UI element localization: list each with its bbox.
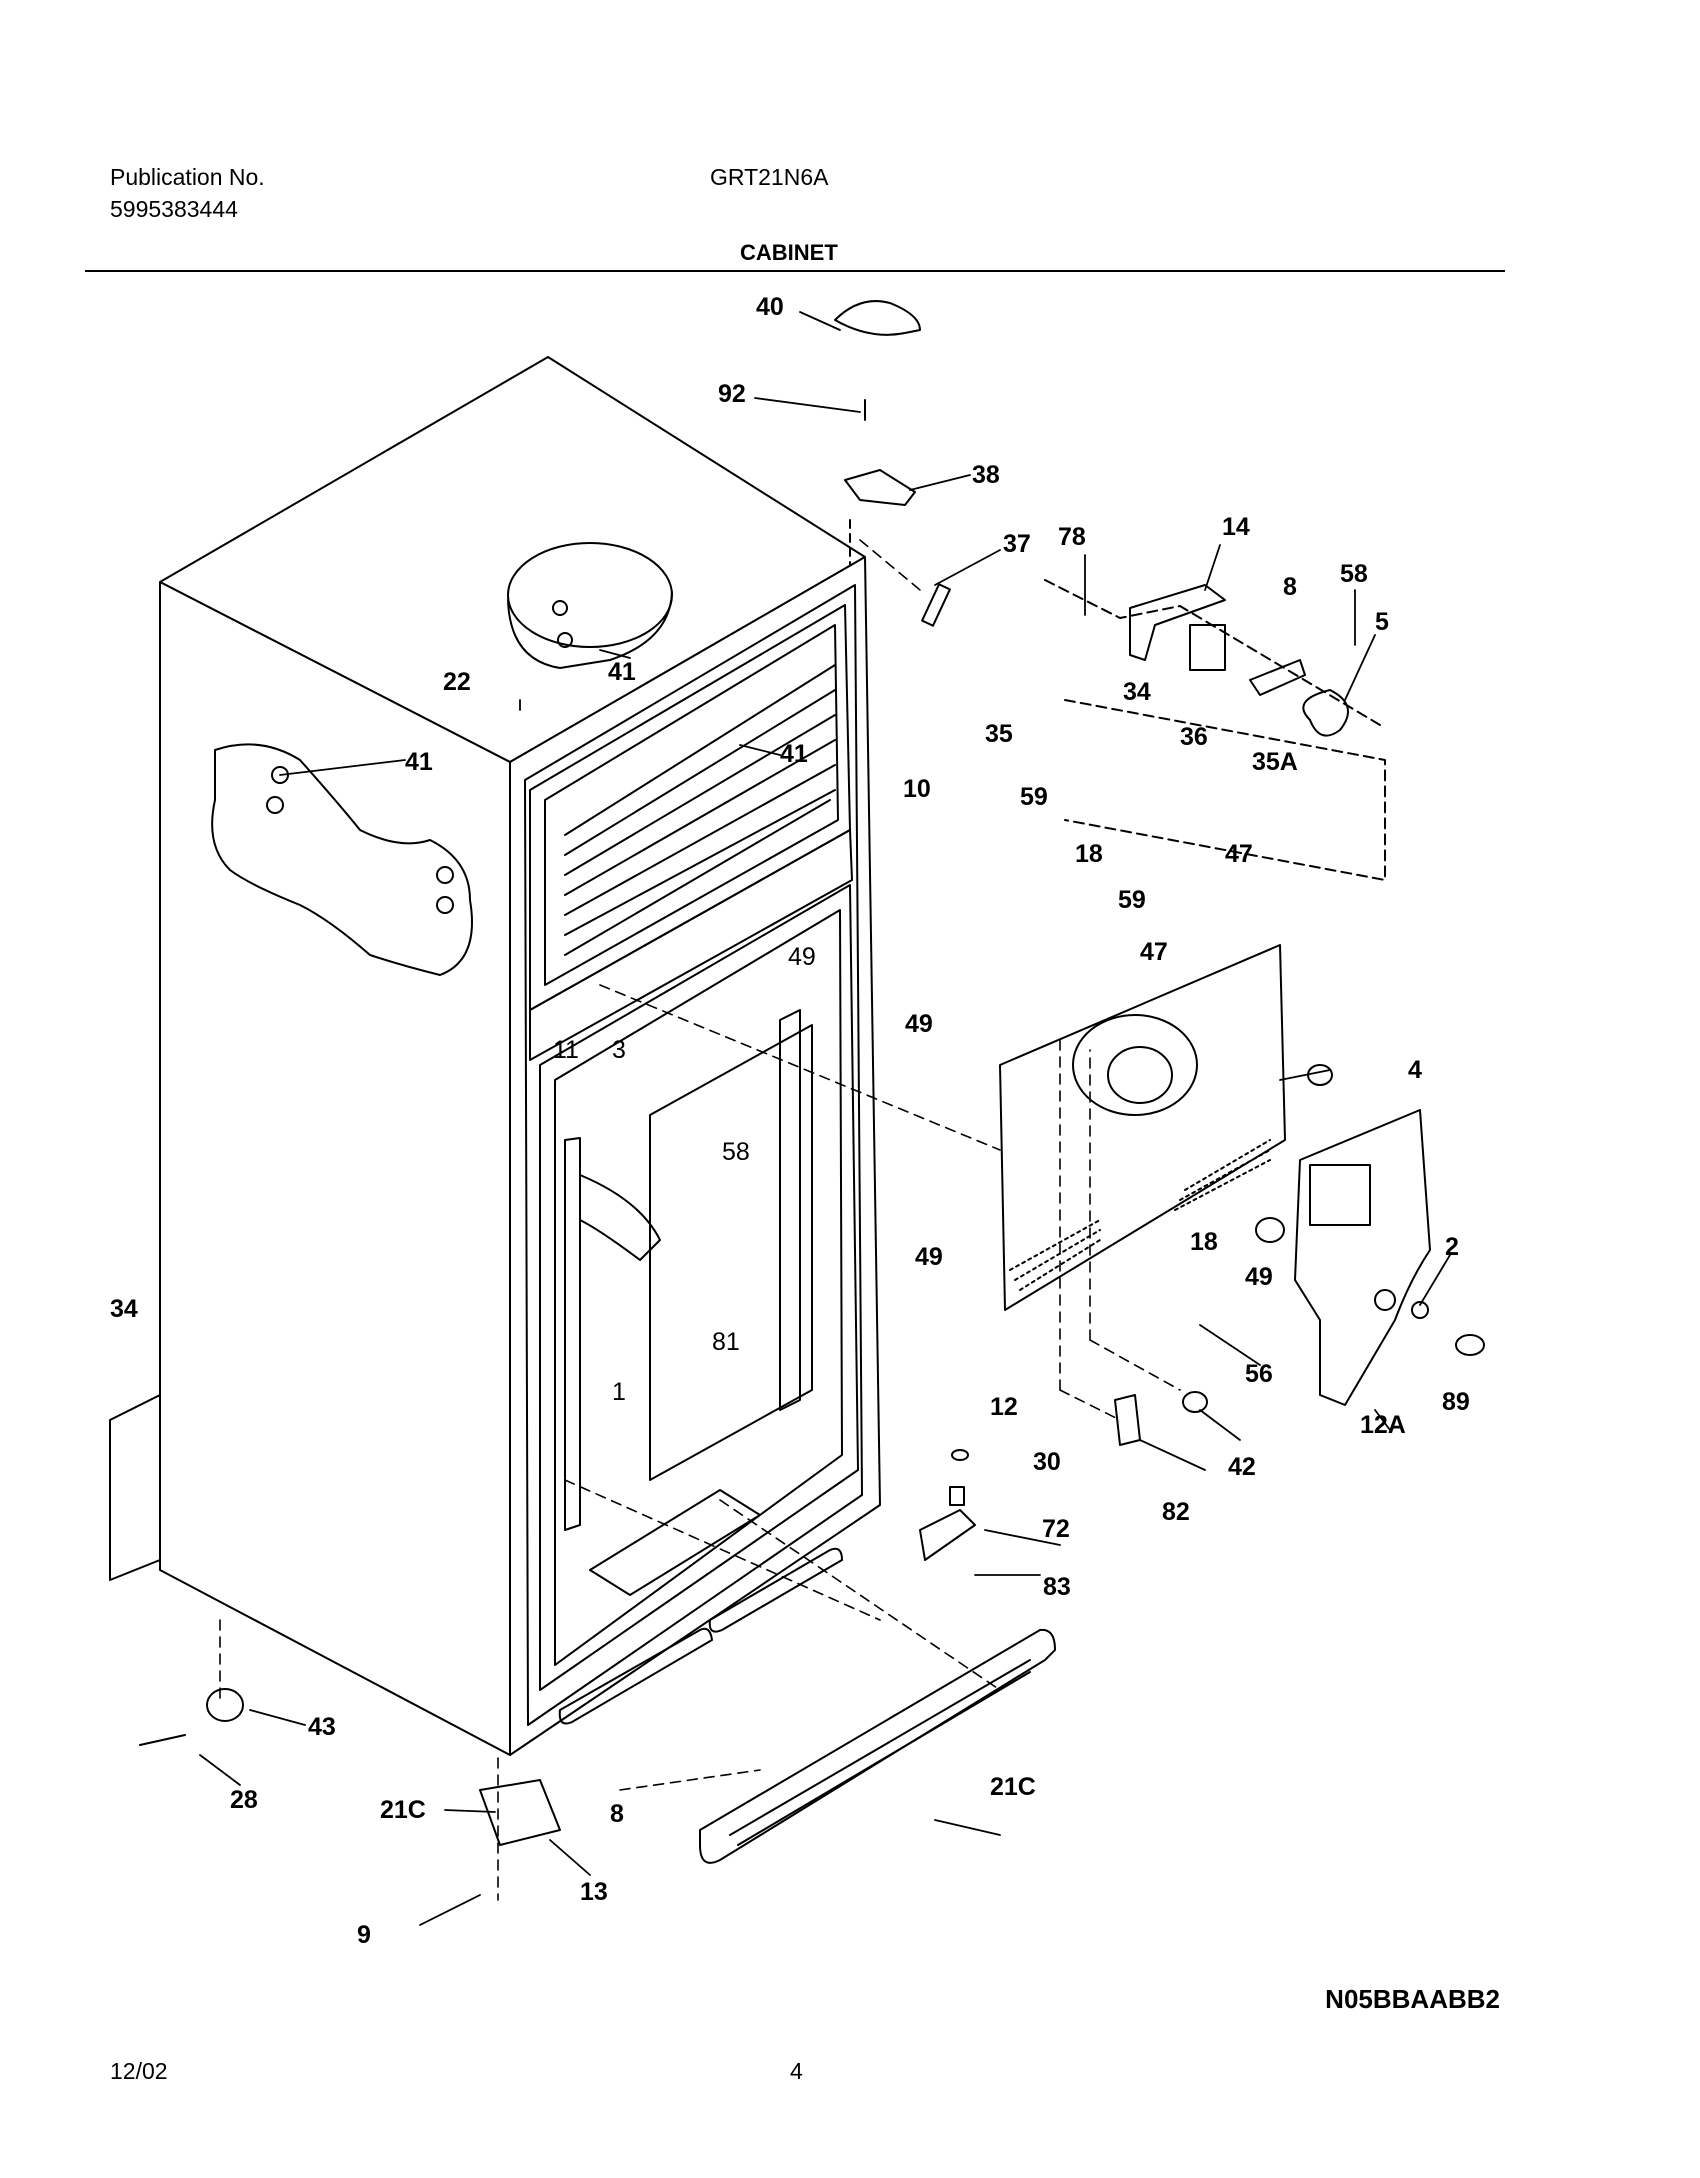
callout-9: 35A [1252, 748, 1298, 776]
callout-47b: 11 [553, 1036, 579, 1064]
callout-5: 5 [1375, 608, 1389, 636]
bottom-hinge-parts [139, 1449, 976, 1846]
callout-35A: 10 [903, 775, 931, 803]
callout-3: 2 [1445, 1233, 1459, 1261]
callout-10: 47 [1225, 840, 1253, 868]
callout-8a: 8 [1283, 573, 1297, 601]
callout-13: 36 [1180, 723, 1208, 751]
callout-43: 21C [380, 1796, 426, 1824]
callout-11: 4 [1408, 1056, 1422, 1084]
callout-82: 43 [308, 1713, 336, 1741]
callout-89: 34 [110, 1295, 138, 1323]
header-rule [85, 270, 1505, 272]
callout-58a: 58 [1340, 560, 1368, 588]
callout-35: 18 [1075, 840, 1103, 868]
callout-58b: 18 [1190, 1228, 1218, 1256]
callout-22: 22 [443, 668, 471, 696]
callout-18a: 47 [1140, 938, 1168, 966]
callout-34a: 35 [985, 720, 1013, 748]
callout-92: 92 [718, 380, 746, 408]
cabinet-body [109, 356, 881, 1756]
callout-12A: 42 [1228, 1453, 1256, 1481]
callout-81: 56 [1245, 1360, 1273, 1388]
section-title: CABINET [740, 240, 838, 265]
publication-label: Publication No. [110, 164, 265, 190]
toe-grille [699, 1628, 1056, 1864]
callout-labels: 40 92 38 37 78 14 8 58 5 41 22 41 41 34 … [110, 293, 1470, 1949]
drawing-code: N05BBAABB2 [1325, 1984, 1500, 2014]
callout-30: 72 [1042, 1515, 1070, 1543]
callout-1: 12A [1360, 1411, 1406, 1439]
callout-8b: 34 [1123, 678, 1151, 706]
callout-83: 28 [230, 1786, 258, 1814]
evaporator-cover-panel [999, 944, 1286, 1311]
callout-56: 30 [1033, 1448, 1061, 1476]
callout-78: 78 [1058, 523, 1086, 551]
callout-37: 37 [1003, 530, 1031, 558]
leader-lines [199, 311, 1451, 1926]
callout-41b: 41 [405, 748, 433, 776]
callout-47a: 49 [788, 943, 816, 971]
cabinet-exploded-diagram: 40 92 38 37 78 14 8 58 5 41 22 41 41 34 … [109, 293, 1485, 1949]
callout-4: 49 [1245, 1263, 1273, 1291]
callout-59a: 59 [1118, 886, 1146, 914]
fan-motor-parts [1044, 579, 1386, 881]
callout-14: 14 [1222, 513, 1250, 541]
callout-42: 83 [1043, 1573, 1071, 1601]
callout-34b: 12 [990, 1393, 1018, 1421]
callout-38: 38 [972, 461, 1000, 489]
model-number: GRT21N6A [710, 164, 829, 190]
publication-number: 5995383444 [110, 196, 238, 222]
callout-18b: 49 [915, 1243, 943, 1271]
callout-36: 59 [1020, 783, 1048, 811]
callout-49b: 58 [722, 1138, 750, 1166]
callout-41a: 41 [608, 658, 636, 686]
callout-41c: 41 [780, 740, 808, 768]
callout-49d: 1 [612, 1378, 626, 1406]
callout-49a: 3 [612, 1036, 626, 1064]
publication-date: 12/02 [110, 2058, 168, 2084]
callout-40: 40 [756, 293, 784, 321]
callout-72: 21C [990, 1773, 1036, 1801]
callout-28: 13 [580, 1878, 608, 1906]
callout-21C-b: 9 [357, 1921, 371, 1949]
callout-49c: 81 [712, 1328, 740, 1356]
callout-21C-a: 8 [610, 1800, 624, 1828]
callout-2: 89 [1442, 1388, 1470, 1416]
page-number: 4 [790, 2058, 803, 2084]
callout-59b: 49 [905, 1010, 933, 1038]
exploded-guides [219, 539, 1181, 1901]
callout-12: 82 [1162, 1498, 1190, 1526]
top-hinge-parts [834, 300, 951, 627]
